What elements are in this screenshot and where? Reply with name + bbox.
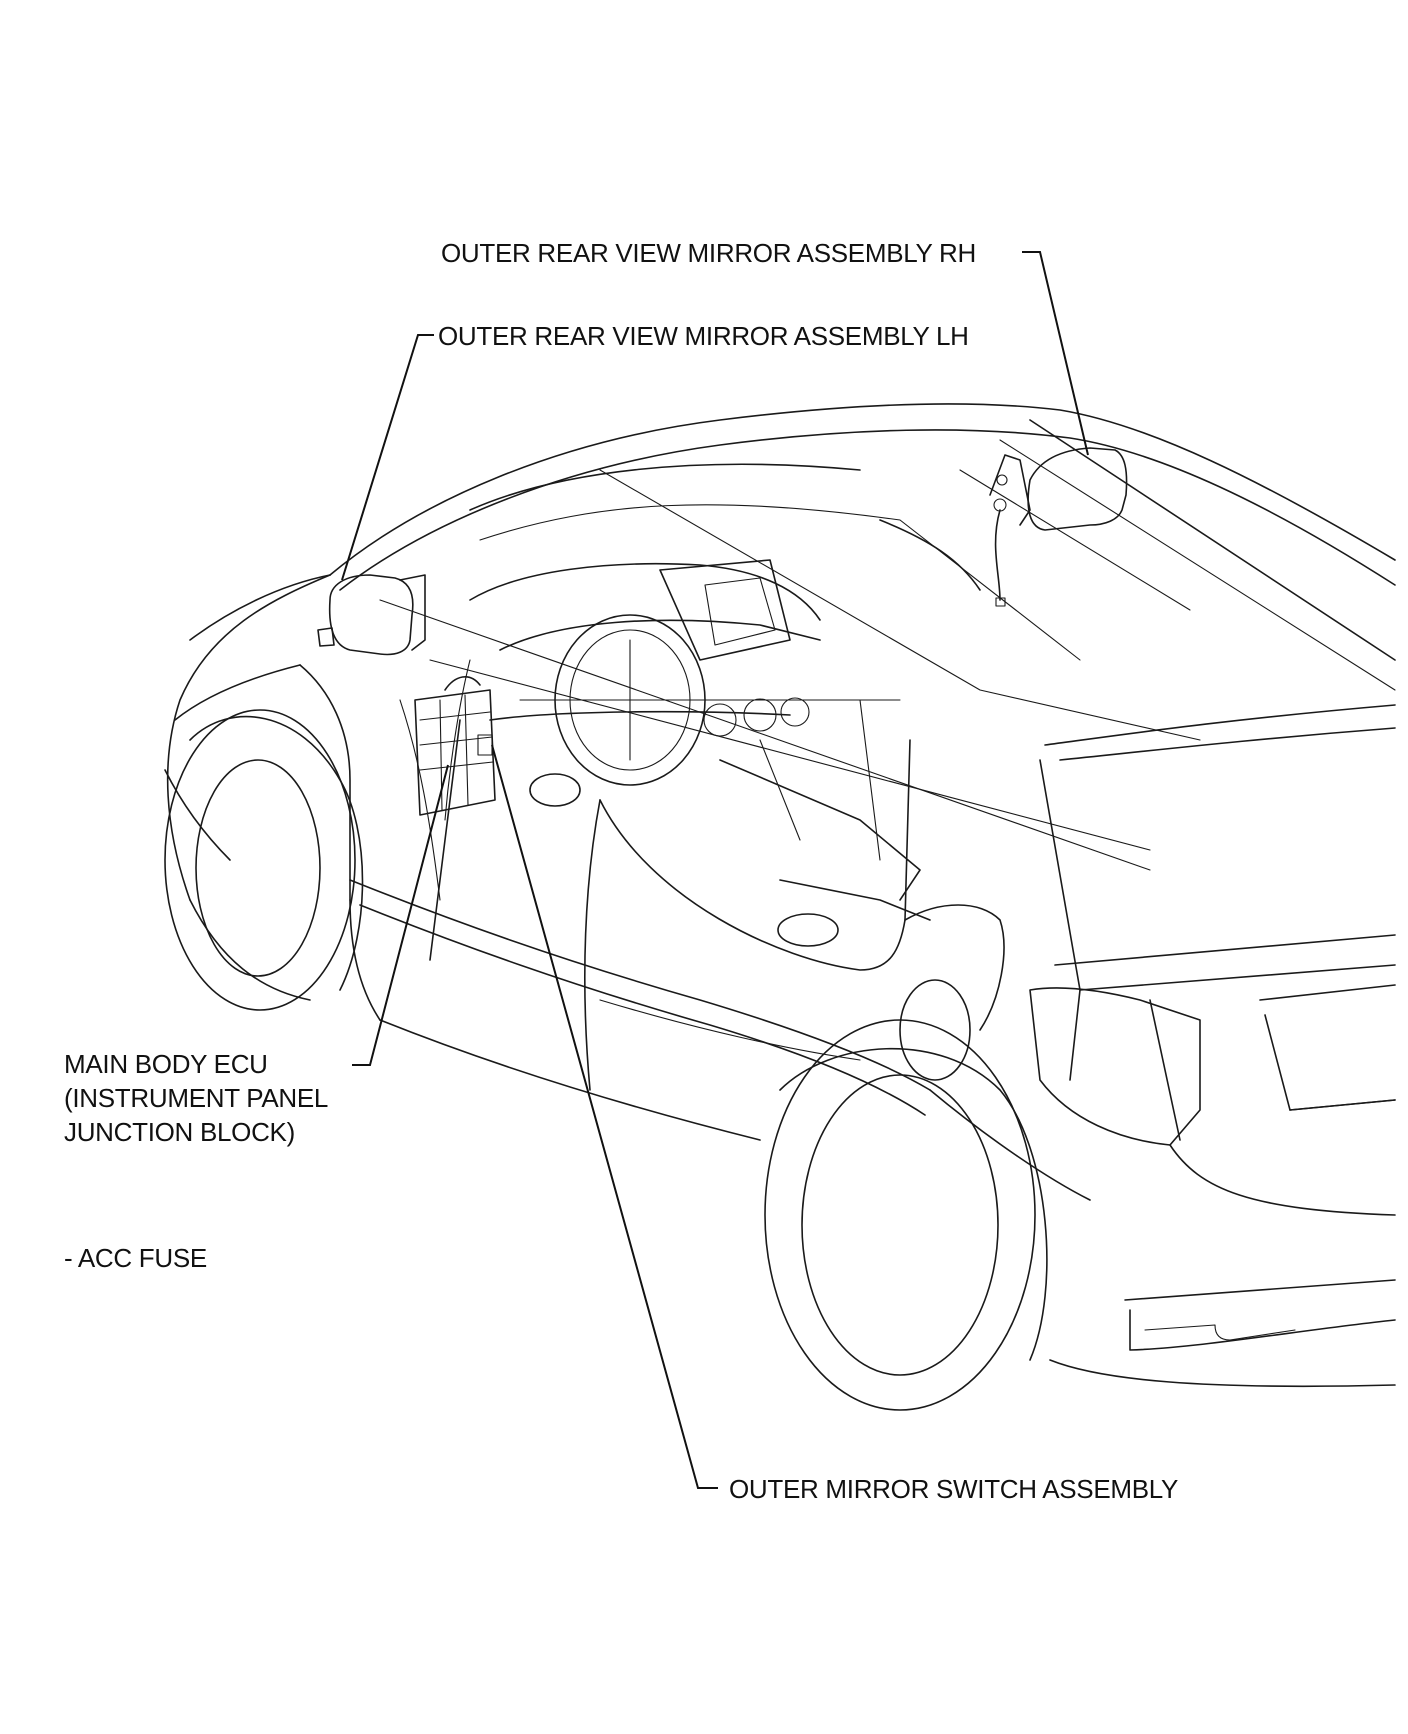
right-mirror-component [989, 447, 1128, 607]
label-main-body-ecu-line2: (INSTRUMENT PANEL [64, 1083, 329, 1113]
rear-body [1029, 984, 1396, 1388]
label-mirror-rh: OUTER REAR VIEW MIRROR ASSEMBLY RH [441, 238, 976, 268]
interior-dashboard [399, 559, 931, 947]
side-body [349, 719, 1091, 1201]
label-main-body-ecu-line3: JUNCTION BLOCK) [64, 1117, 295, 1147]
leader-line-main-body-ecu [352, 764, 449, 1066]
vehicle-body-outline [329, 403, 1396, 1081]
junction-block-component [414, 676, 496, 816]
label-acc-fuse: - ACC FUSE [64, 1243, 207, 1273]
rear-wheel [764, 1019, 1048, 1411]
leader-line-mirror-lh [341, 334, 434, 581]
left-mirror-component [317, 574, 426, 656]
label-mirror-lh: OUTER REAR VIEW MIRROR ASSEMBLY LH [438, 321, 969, 351]
leader-line-mirror-switch [491, 744, 718, 1489]
label-mirror-switch: OUTER MIRROR SWITCH ASSEMBLY [729, 1474, 1179, 1504]
label-main-body-ecu: MAIN BODY ECU [64, 1049, 268, 1079]
leader-line-mirror-rh [1022, 251, 1089, 456]
front-body [164, 574, 381, 1021]
front-wheel [164, 709, 364, 1011]
leader-lines [341, 251, 1089, 1489]
